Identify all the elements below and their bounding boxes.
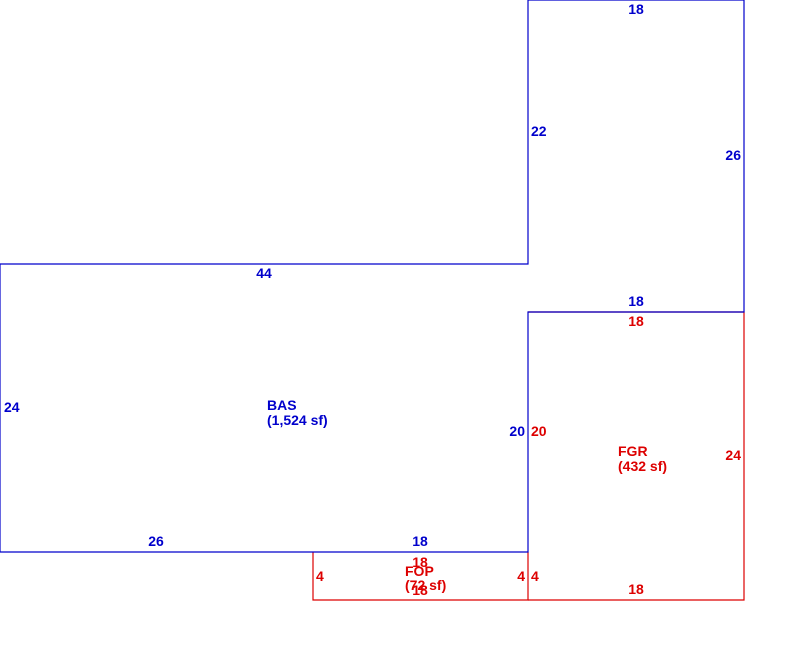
dim-bas-step-inner: 18 <box>628 293 644 309</box>
dim-bas-right-outer: 26 <box>725 147 741 163</box>
dim-fgr-left-lower: 4 <box>531 568 539 584</box>
dim-fop-right: 4 <box>517 568 525 584</box>
dim-fop-bottom: 18 <box>412 582 428 598</box>
dim-bas-inner-right: 20 <box>509 423 525 439</box>
dim-bas-top-long: 44 <box>256 265 272 281</box>
bas-area-label: (1,524 sf) <box>267 412 328 428</box>
bas-outline <box>0 0 745 553</box>
bas-code-label: BAS <box>267 397 297 413</box>
dim-fgr-right: 24 <box>725 447 741 463</box>
dim-bas-left-upper: 22 <box>531 123 547 139</box>
fgr-code-label: FGR <box>618 443 648 459</box>
dim-fgr-bottom: 18 <box>628 581 644 597</box>
fop-outline <box>312 552 529 601</box>
dim-bas-bottom-left: 26 <box>148 533 164 549</box>
dim-fop-left: 4 <box>316 568 324 584</box>
dim-bas-bottom-right: 18 <box>412 533 428 549</box>
dim-bas-left: 24 <box>4 399 20 415</box>
dim-bas-top-upper: 18 <box>628 1 644 17</box>
dim-fgr-top: 18 <box>628 313 644 329</box>
fop-code-label: FOP <box>405 563 434 579</box>
dim-fop-top: 18 <box>412 554 428 570</box>
fop-area-label: (72 sf) <box>405 577 446 593</box>
fgr-area-label: (432 sf) <box>618 458 667 474</box>
dim-fgr-left: 20 <box>531 423 547 439</box>
